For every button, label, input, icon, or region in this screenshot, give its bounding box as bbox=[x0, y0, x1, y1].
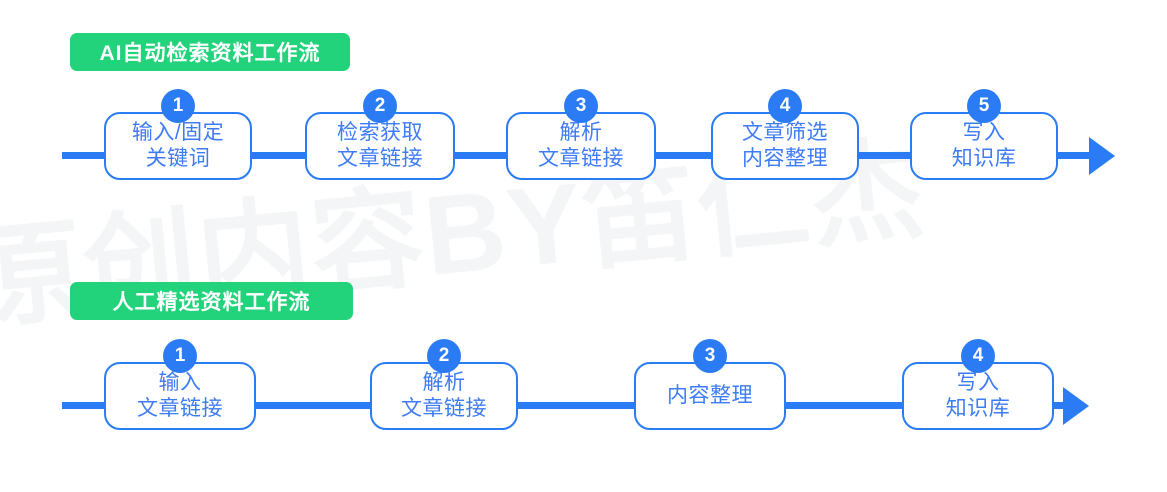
flow-node-label: 内容整理 bbox=[667, 384, 753, 408]
section-header-manual-curation: 人工精选资料工作流 bbox=[70, 282, 353, 320]
connector-line bbox=[62, 402, 104, 409]
step-number-badge: 4 bbox=[768, 89, 802, 123]
connector-line bbox=[1058, 152, 1091, 159]
step-number-badge: 3 bbox=[564, 89, 598, 123]
flow-node-label: 知识库 bbox=[951, 147, 1017, 170]
flow-node-label: 写入 bbox=[956, 371, 1000, 395]
connector-line bbox=[62, 152, 104, 159]
connector-line bbox=[455, 152, 506, 159]
flow-node-label: 输入 bbox=[158, 371, 202, 395]
section-header-ai-auto-retrieval: AI自动检索资料工作流 bbox=[70, 33, 350, 71]
step-number-badge: 1 bbox=[161, 89, 195, 123]
connector-line bbox=[656, 152, 711, 159]
step-number-badge: 2 bbox=[427, 339, 461, 373]
flow-node[interactable]: 文章筛选内容整理 bbox=[711, 112, 859, 180]
flow-node[interactable]: 写入知识库 bbox=[902, 362, 1054, 430]
flow-node-label: 输入/固定 bbox=[131, 121, 225, 145]
flow-node-label: 解析 bbox=[422, 371, 466, 395]
flow-node-label: 关键词 bbox=[145, 147, 211, 170]
arrow-right-icon bbox=[1063, 387, 1089, 425]
flow-node-label: 文章链接 bbox=[337, 147, 423, 170]
flow-node[interactable]: 写入知识库 bbox=[910, 112, 1058, 180]
step-number-badge: 3 bbox=[693, 339, 727, 373]
flow-node-label: 文章链接 bbox=[137, 397, 223, 420]
connector-line bbox=[518, 402, 634, 409]
flow-node-label: 写入 bbox=[962, 121, 1006, 145]
flow-node[interactable]: 解析文章链接 bbox=[370, 362, 518, 430]
step-number-badge: 2 bbox=[363, 89, 397, 123]
step-number-badge: 5 bbox=[967, 89, 1001, 123]
flow-node-label: 检索获取 bbox=[337, 121, 423, 145]
flow-node-label: 内容整理 bbox=[742, 147, 828, 170]
step-number-badge: 1 bbox=[163, 339, 197, 373]
flow-node-label: 文章链接 bbox=[401, 397, 487, 420]
flow-node[interactable]: 检索获取文章链接 bbox=[305, 112, 455, 180]
connector-line bbox=[859, 152, 910, 159]
connector-line bbox=[786, 402, 902, 409]
connector-line bbox=[256, 402, 370, 409]
flow-node-label: 文章筛选 bbox=[742, 121, 828, 145]
flow-node[interactable]: 输入文章链接 bbox=[104, 362, 256, 430]
arrow-right-icon bbox=[1089, 137, 1115, 175]
flow-node-label: 知识库 bbox=[945, 397, 1011, 420]
flow-node[interactable]: 输入/固定关键词 bbox=[104, 112, 252, 180]
step-number-badge: 4 bbox=[961, 339, 995, 373]
connector-line bbox=[252, 152, 305, 159]
flow-node[interactable]: 内容整理 bbox=[634, 362, 786, 430]
flow-node-label: 解析 bbox=[559, 121, 603, 145]
connector-line bbox=[1054, 402, 1065, 409]
flow-node-label: 文章链接 bbox=[538, 147, 624, 170]
